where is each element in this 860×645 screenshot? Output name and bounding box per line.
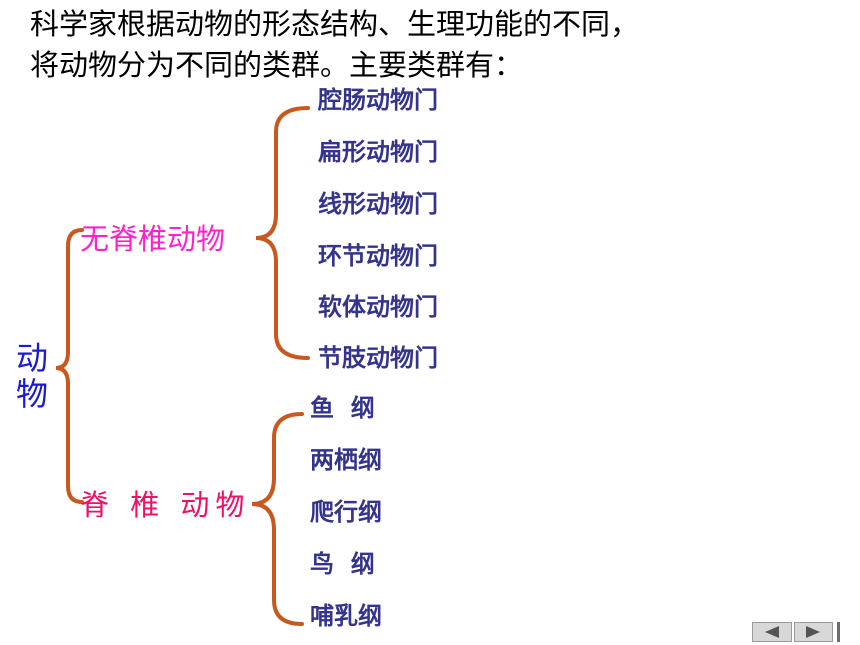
root-char-2: 物 — [15, 375, 48, 413]
class-item: 鸟 纲 — [310, 550, 375, 578]
phylum-item: 节肢动物门 — [318, 344, 438, 372]
invertebrate-brace — [255, 106, 310, 360]
triangle-right-icon — [806, 626, 821, 638]
next-slide-button[interactable] — [793, 622, 834, 642]
intro-line-1: 科学家根据动物的形态结构、生理功能的不同， — [30, 7, 640, 41]
phylum-item: 环节动物门 — [318, 242, 438, 270]
root-char-1: 动 — [15, 339, 48, 377]
class-item: 哺乳纲 — [310, 602, 382, 630]
phylum-item: 扁形动物门 — [318, 138, 438, 166]
nav-end-marker — [837, 622, 840, 642]
phylum-item: 线形动物门 — [318, 190, 438, 218]
invertebrates-label: 无脊椎动物 — [80, 222, 226, 256]
phylum-item: 软体动物门 — [318, 293, 438, 321]
phylum-item: 腔肠动物门 — [318, 86, 438, 114]
root-label: 动 物 — [12, 340, 52, 412]
class-item: 鱼 纲 — [310, 394, 375, 422]
class-item: 两栖纲 — [310, 446, 382, 474]
vertebrates-label: 脊 椎 动物 — [80, 488, 251, 522]
triangle-left-icon — [764, 626, 779, 638]
intro-line-2: 将动物分为不同的类群。主要类群有： — [30, 48, 524, 82]
vertebrate-brace — [251, 412, 304, 626]
slide-navigation — [752, 622, 840, 644]
class-item: 爬行纲 — [310, 498, 382, 526]
root-brace — [55, 228, 84, 504]
previous-slide-button[interactable] — [752, 622, 792, 642]
intro-text: 科学家根据动物的形态结构、生理功能的不同， 将动物分为不同的类群。主要类群有： — [30, 4, 830, 86]
